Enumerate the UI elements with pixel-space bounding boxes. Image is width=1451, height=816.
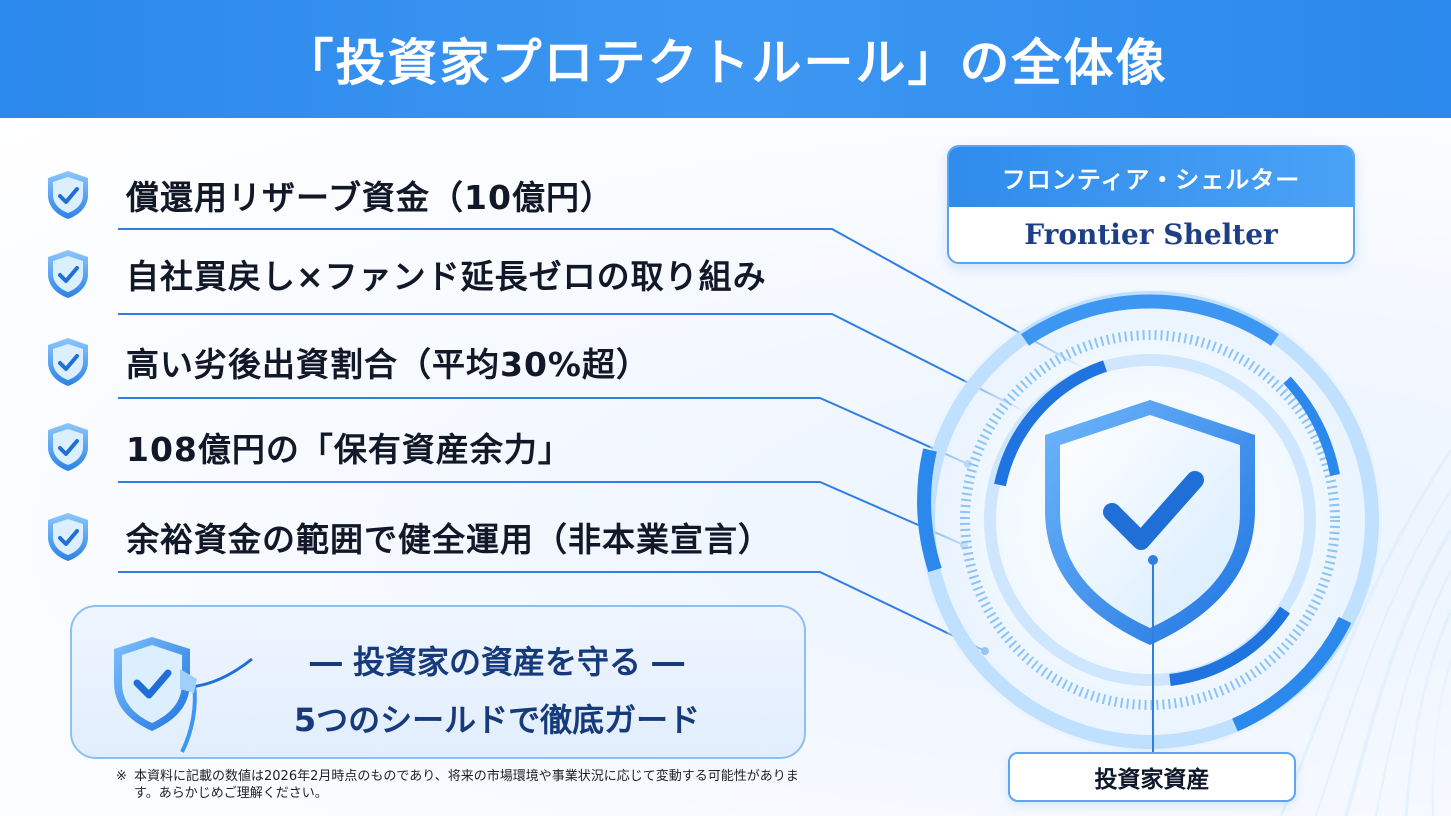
page-title: 「投資家プロテクトルール」の全体像 — [283, 34, 1168, 92]
brand-box: フロンティア・シェルター Frontier Shelter — [947, 145, 1355, 264]
shield-check-icon — [48, 250, 88, 298]
guard-callout: ― 投資家の資産を守る ― 5つのシールドで徹底ガード — [70, 605, 806, 759]
shield-check-icon — [48, 513, 88, 561]
brand-name-en: Frontier Shelter — [1024, 218, 1278, 251]
disclaimer-note: ※ 本資料に記載の数値は2026年2月時点のものであり、将来の市場環境や事業状況… — [116, 768, 816, 802]
protection-emblem — [917, 290, 1382, 752]
shield-guard-icon — [114, 637, 253, 753]
page-header: 「投資家プロテクトルール」の全体像 — [0, 0, 1451, 118]
list-item: 自社買戻し×ファンド延長ゼロの取り組み — [44, 247, 767, 301]
item-label: 償還用リザーブ資金（10億円） — [126, 178, 614, 217]
brand-name-jp: フロンティア・シェルター — [949, 147, 1353, 207]
shield-check-icon — [48, 423, 88, 471]
list-item: 償還用リザーブ資金（10億円） — [44, 168, 614, 222]
guard-headline: ― 投資家の資産を守る ― — [309, 643, 685, 681]
list-item: 108億円の「保有資産余力」 — [44, 420, 572, 474]
decorative-light-streaks — [1279, 449, 1451, 816]
list-item: 余裕資金の範囲で健全運用（非本業宣言） — [44, 510, 772, 564]
item-label: 余裕資金の範囲で健全運用（非本業宣言） — [126, 520, 772, 559]
guard-subheadline: 5つのシールドで徹底ガード — [293, 701, 701, 739]
item-label: 高い劣後出資割合（平均30%超） — [126, 345, 650, 384]
shield-check-icon — [48, 338, 88, 386]
item-label: 108億円の「保有資産余力」 — [126, 430, 572, 469]
note-mark: ※ — [116, 769, 127, 784]
item-label: 自社買戻し×ファンド延長ゼロの取り組み — [126, 257, 767, 296]
list-item: 高い劣後出資割合（平均30%超） — [44, 335, 650, 389]
note-text: 本資料に記載の数値は2026年2月時点のものであり、将来の市場環境や事業状況に応… — [134, 769, 799, 801]
investor-assets-label: 投資家資産 — [1008, 752, 1296, 802]
shield-check-icon — [48, 171, 88, 219]
